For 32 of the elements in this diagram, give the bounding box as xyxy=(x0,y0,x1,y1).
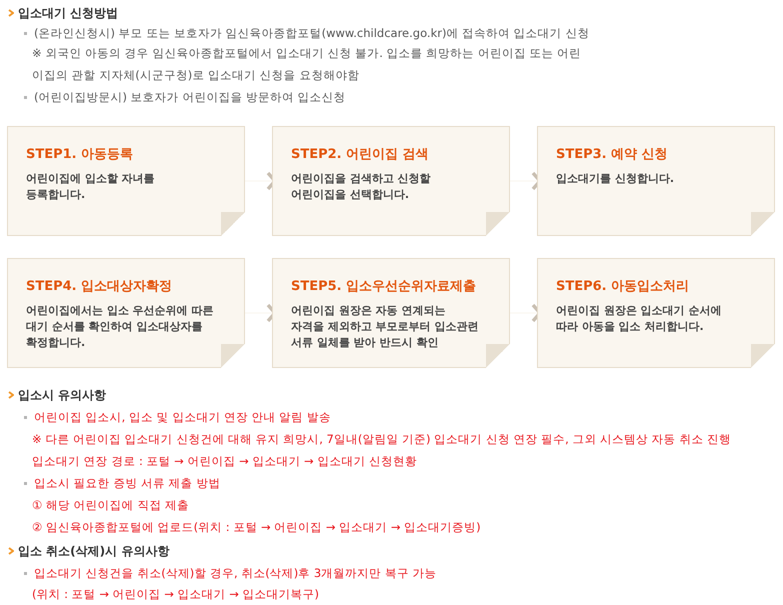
step-title: STEP3. 예약 신청 xyxy=(556,146,668,163)
bullet-text: (온라인신청시) 부모 또는 보호자가 임신육아종합포털(www.childcare.go.kr)에 접속하여 입소대기 신청 xyxy=(34,25,590,42)
list-item: ① 해당 어린이집에 직접 제출 xyxy=(31,497,189,514)
list-item: ② 임신육아종합포털에 업로드(위치 : 포털 → 어린이집 → 입소대기 → 입소대기증빙) xyxy=(31,519,481,536)
route-text: (위치 : 포털 → 어린이집 → 입소대기 → 입소대기복구) xyxy=(31,586,319,603)
step-description: 어린이집 원장은 입소대기 순서에 따라 아동을 입소 처리합니다. xyxy=(556,303,722,335)
step-card xyxy=(537,126,775,236)
route-text: 입소대기 연장 경로 : 포털 → 어린이집 → 입소대기 → 입소대기 신청현황 xyxy=(31,453,417,470)
bullet-text: 입소대기 신청건을 취소(삭제)할 경우, 취소(삭제)후 3개월까지만 복구 가능 xyxy=(34,565,437,582)
step-description: 어린이집에서는 입소 우선순위에 따른 대기 순서를 확인하여 입소대상자를 확정합니다. xyxy=(26,303,214,351)
step-title: STEP5. 입소우선순위자료제출 xyxy=(291,278,476,295)
note-text: ※ 다른 어린이집 입소대기 신청건에 대해 유지 희망시, 7일내(알림일 기준) 입소대기 신청 연장 필수, 그외 시스템상 자동 취소 진행 xyxy=(31,431,732,448)
section-heading: 입소대기 신청방법 xyxy=(18,5,118,22)
bullet-text: (어린이집방문시) 보호자가 어린이집을 방문하여 입소신청 xyxy=(34,89,346,106)
bullet-text: 어린이집 입소시, 입소 및 입소대기 연장 안내 알림 발송 xyxy=(34,409,331,426)
section-heading: 입소 취소(삭제)시 유의사항 xyxy=(18,543,170,560)
step-title: STEP6. 아동입소처리 xyxy=(556,278,690,295)
step-description: 어린이집에 입소할 자녀를 등록합니다. xyxy=(26,171,156,203)
section-heading: 입소시 유의사항 xyxy=(18,387,106,404)
step-title: STEP2. 어린이집 검색 xyxy=(291,146,429,163)
step-description: 입소대기를 신청합니다. xyxy=(556,171,676,187)
note-text: ※ 외국인 아동의 경우 임신육아종합포털에서 입소대기 신청 불가. 입소를 희망하는 어린이집 또는 어린이집의 관할 지자체(시군구청)로 입소대기 신청을 요청해야함 xyxy=(32,45,582,84)
step-title: STEP1. 아동등록 xyxy=(26,146,134,163)
step-card xyxy=(537,258,775,368)
step-card xyxy=(7,126,245,236)
step-card xyxy=(7,258,245,368)
step-title: STEP4. 입소대상자확정 xyxy=(26,278,172,295)
step-description: 어린이집 원장은 자동 연계되는 자격을 제외하고 부모로부터 입소관련 서류 일체를 받아 반드시 확인 xyxy=(291,303,480,351)
step-card xyxy=(272,258,510,368)
step-description: 어린이집을 검색하고 신청할 어린이집을 선택합니다. xyxy=(291,171,432,203)
step-card xyxy=(272,126,510,236)
bullet-text: 입소시 필요한 증빙 서류 제출 방법 xyxy=(34,475,220,492)
